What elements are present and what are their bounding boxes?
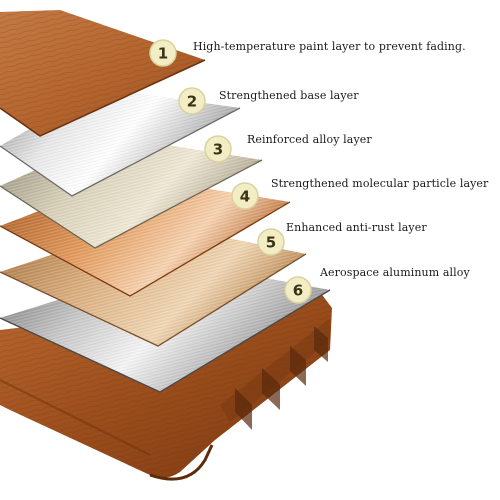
layer-6-label: Aerospace aluminum alloy [320, 266, 470, 279]
badge-5-circle [257, 228, 285, 256]
layer-4-label: Strengthened molecular particle layer [271, 177, 489, 190]
badge-6-circle [284, 276, 312, 304]
layer-2-label: Strengthened base layer [219, 89, 359, 102]
badge-6-number: 6 [293, 282, 303, 300]
badge-4: 4 [231, 182, 259, 210]
layer-1-label: High-temperature paint layer to prevent … [193, 40, 466, 53]
badge-3: 3 [204, 135, 232, 163]
badge-6: 6 [284, 276, 312, 304]
badge-2-number: 2 [187, 93, 197, 111]
badge-5: 5 [257, 228, 285, 256]
badge-3-circle [204, 135, 232, 163]
badge-4-number: 4 [240, 188, 250, 206]
layer-1-panel [0, 10, 206, 137]
layer-3-label: Reinforced alloy layer [247, 133, 372, 146]
badge-1-number: 1 [158, 45, 168, 63]
badge-3-number: 3 [213, 141, 223, 159]
badge-2-circle [178, 87, 206, 115]
badge-2: 2 [178, 87, 206, 115]
badge-5-number: 5 [266, 234, 276, 252]
badge-1-circle [149, 39, 177, 67]
badge-4-circle [231, 182, 259, 210]
layer-5-label: Enhanced anti-rust layer [286, 221, 427, 234]
badge-1: 1 [149, 39, 177, 67]
